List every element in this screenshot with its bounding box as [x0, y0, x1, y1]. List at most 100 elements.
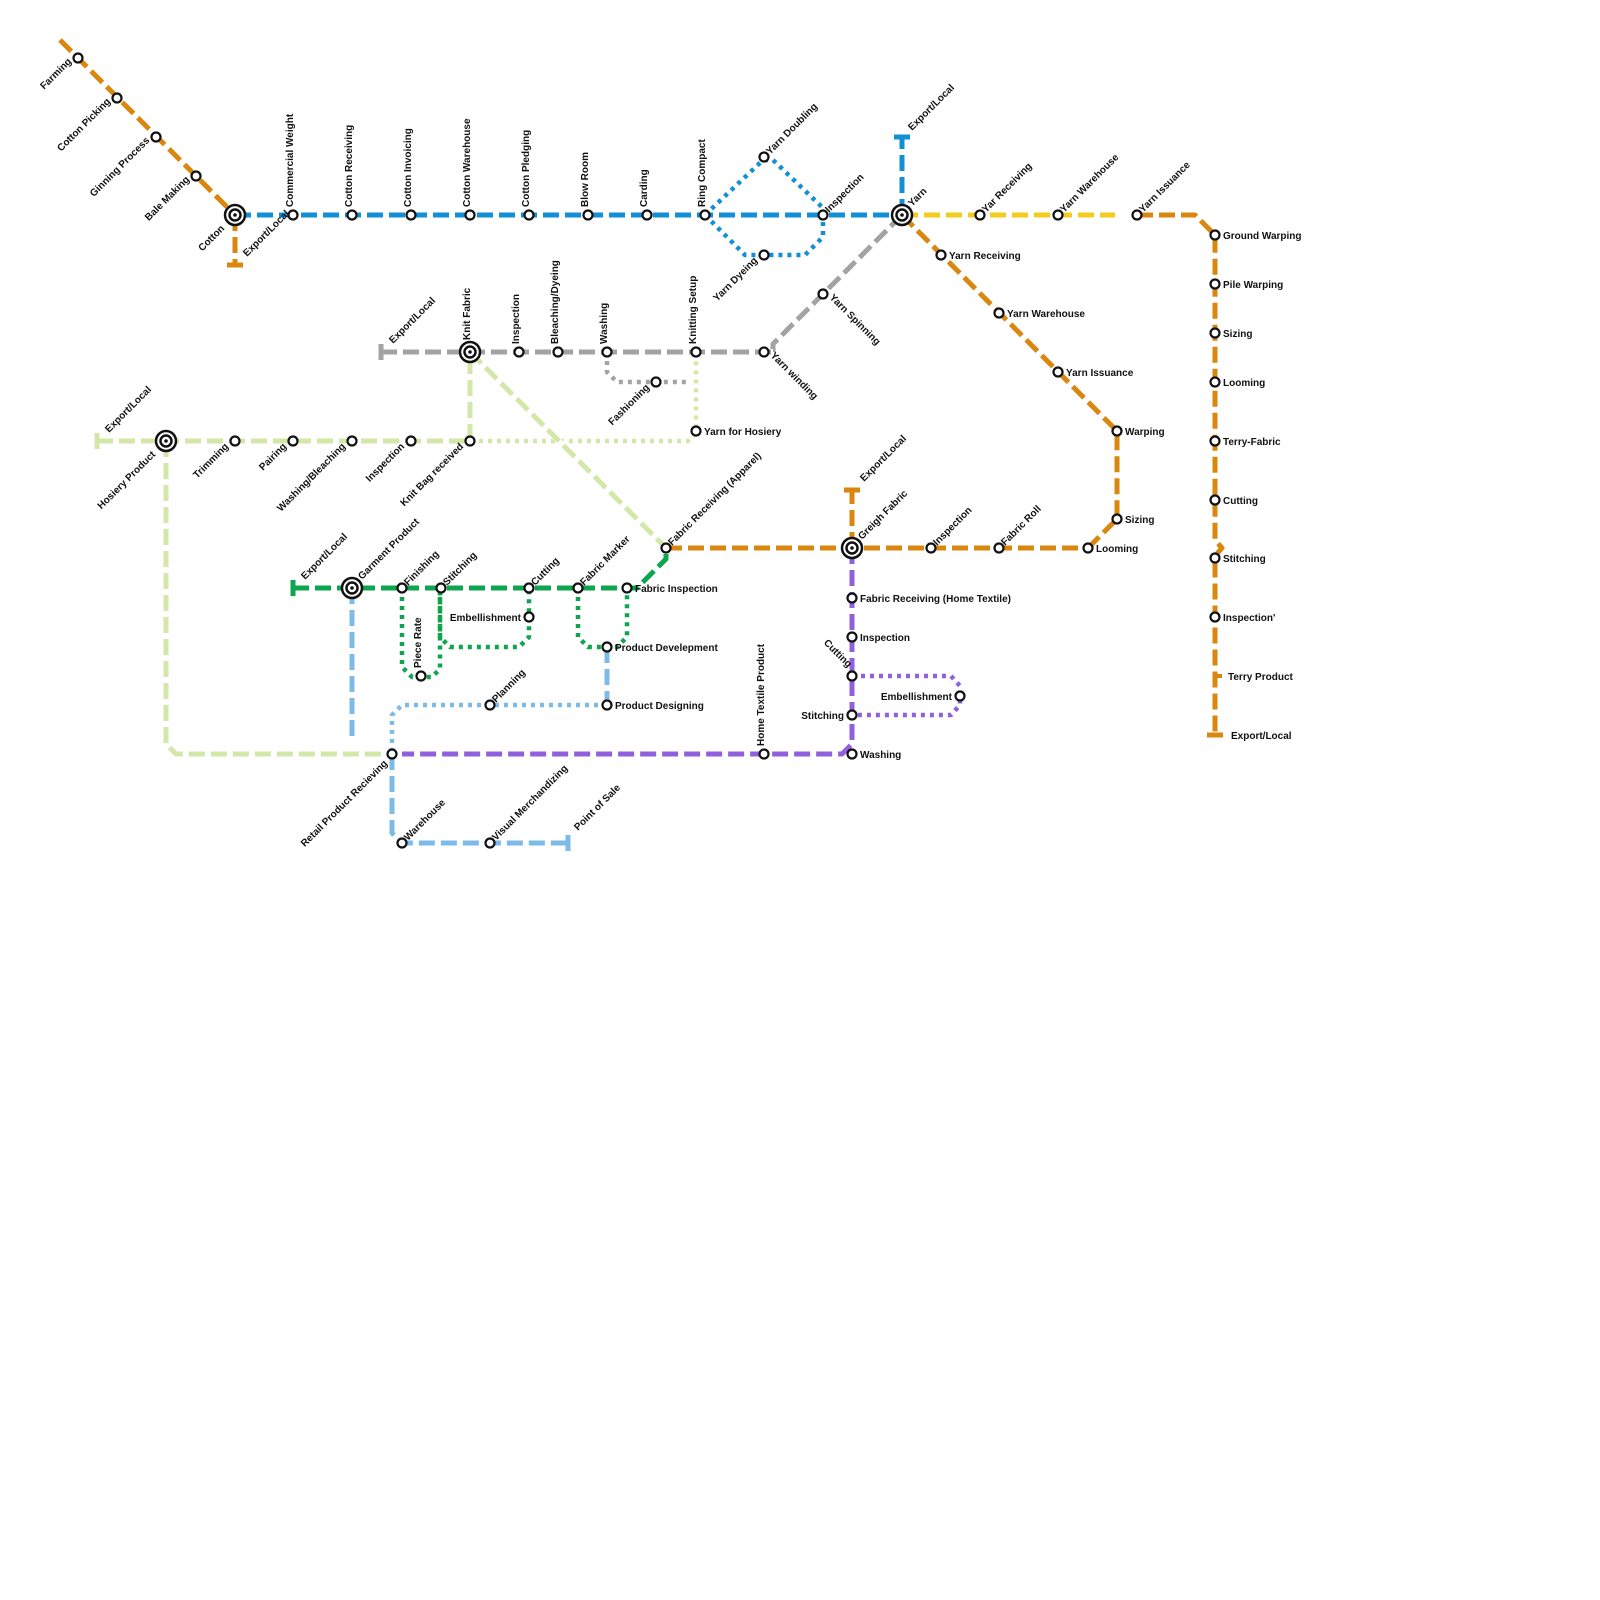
station-visual-merchandizing[interactable]	[484, 837, 496, 849]
station-hosiery-product[interactable]	[154, 429, 178, 453]
station-planning[interactable]	[484, 699, 496, 711]
station-washing[interactable]	[601, 346, 613, 358]
station-greigh-fabric[interactable]	[840, 536, 864, 560]
route-lines	[57, 37, 1225, 846]
station-cotton-pledging[interactable]	[523, 209, 535, 221]
station-yar-receiving[interactable]	[974, 209, 986, 221]
station-yarn-dyeing[interactable]	[758, 249, 770, 261]
station-inspection[interactable]	[846, 631, 858, 643]
station-stitching[interactable]	[435, 582, 447, 594]
station-trimming[interactable]	[229, 435, 241, 447]
station-inspection[interactable]	[817, 209, 829, 221]
station-yarn-winding[interactable]	[758, 346, 770, 358]
station-label: Yarn winding	[768, 350, 820, 402]
station-product-designing[interactable]	[601, 699, 613, 711]
station-ring-compact[interactable]	[699, 209, 711, 221]
station-label: Knit Bag received	[399, 441, 467, 509]
line-piece-rate-loop	[399, 588, 443, 680]
station-label: Cotton	[197, 223, 228, 254]
station-embellishment[interactable]	[523, 611, 535, 623]
station-fabric-roll[interactable]	[993, 542, 1005, 554]
station-yarn-issuance[interactable]	[1131, 209, 1143, 221]
station-commercial-weight[interactable]	[287, 209, 299, 221]
station-label: Commercial Weight	[285, 113, 296, 207]
station-cotton-picking[interactable]	[111, 92, 123, 104]
station-piece-rate[interactable]	[415, 670, 427, 682]
station-washing[interactable]	[846, 748, 858, 760]
station-embellishment[interactable]	[954, 690, 966, 702]
station-label: Stitching	[441, 550, 479, 588]
station-dot	[993, 542, 1005, 554]
station-cotton[interactable]	[223, 203, 247, 227]
station-fabric-receiving-home-textile[interactable]	[846, 592, 858, 604]
station-fabric-marker[interactable]	[572, 582, 584, 594]
station-label: Trimming	[192, 441, 232, 481]
station-ginning-process[interactable]	[150, 131, 162, 143]
station-yarn[interactable]	[890, 203, 914, 227]
station-dot	[513, 346, 525, 358]
station-bleaching-dyeing[interactable]	[552, 346, 564, 358]
station-yarn-for-hosiery[interactable]	[690, 425, 702, 437]
station-finishing[interactable]	[396, 582, 408, 594]
station-farming[interactable]	[72, 52, 84, 64]
station-looming[interactable]	[1209, 376, 1221, 388]
station-yarn-warehouse[interactable]	[1052, 209, 1064, 221]
station-cutting[interactable]	[523, 582, 535, 594]
station-yarn-warehouse[interactable]	[993, 307, 1005, 319]
terminal-label: Terry Product	[1228, 672, 1293, 683]
station-product-develepment[interactable]	[601, 641, 613, 653]
station-looming[interactable]	[1082, 542, 1094, 554]
station-inspection[interactable]	[513, 346, 525, 358]
station-garment-product[interactable]	[340, 576, 364, 600]
station-inspection[interactable]	[1209, 611, 1221, 623]
station-sizing[interactable]	[1209, 327, 1221, 339]
station-blow-room[interactable]	[582, 209, 594, 221]
station-yarn-receiving[interactable]	[935, 249, 947, 261]
station-label: Cutting	[1223, 496, 1258, 507]
station-label: Stitching	[1223, 554, 1266, 565]
station-knit-fabric[interactable]	[458, 340, 482, 364]
station-knitting-setup[interactable]	[690, 346, 702, 358]
station-cutting[interactable]	[1209, 494, 1221, 506]
station-washing-bleaching[interactable]	[346, 435, 358, 447]
station-knit-bag-received[interactable]	[464, 435, 476, 447]
station-label: Washing	[860, 750, 901, 761]
station-yarn-spinning[interactable]	[817, 288, 829, 300]
station-pairing[interactable]	[287, 435, 299, 447]
station-dot	[111, 92, 123, 104]
station-dot	[396, 582, 408, 594]
station-yarn-doubling[interactable]	[758, 151, 770, 163]
station-cotton-invoicing[interactable]	[405, 209, 417, 221]
station-label: Washing	[599, 303, 610, 344]
station-inspection[interactable]	[405, 435, 417, 447]
station-retail-product-recieving[interactable]	[386, 748, 398, 760]
station-cotton-receiving[interactable]	[346, 209, 358, 221]
station-inspection[interactable]	[925, 542, 937, 554]
station-stitching[interactable]	[1209, 552, 1221, 564]
station-stitching[interactable]	[846, 709, 858, 721]
station-fabric-inspection[interactable]	[621, 582, 633, 594]
station-bale-making[interactable]	[190, 170, 202, 182]
station-pile-warping[interactable]	[1209, 278, 1221, 290]
station-warehouse[interactable]	[396, 837, 408, 849]
line-knit-fabric-to-apparel	[467, 349, 669, 551]
station-yarn-issuance[interactable]	[1052, 366, 1064, 378]
station-label: Pile Warping	[1223, 280, 1283, 291]
station-sizing[interactable]	[1111, 513, 1123, 525]
station-warping[interactable]	[1111, 425, 1123, 437]
station-ground-warping[interactable]	[1209, 229, 1221, 241]
station-label: Looming	[1223, 378, 1265, 389]
station-fashioning[interactable]	[650, 376, 662, 388]
station-terry-fabric[interactable]	[1209, 435, 1221, 447]
station-dot	[405, 435, 417, 447]
station-fabric-receiving-apparel[interactable]	[660, 542, 672, 554]
station-dot	[435, 582, 447, 594]
station-cotton-warehouse[interactable]	[464, 209, 476, 221]
terminal-label: Export/Local	[103, 384, 154, 435]
station-cutting[interactable]	[846, 670, 858, 682]
station-home-textile-product[interactable]	[758, 748, 770, 760]
station-carding[interactable]	[641, 209, 653, 221]
line-segment	[402, 548, 855, 757]
station-dot	[601, 641, 613, 653]
